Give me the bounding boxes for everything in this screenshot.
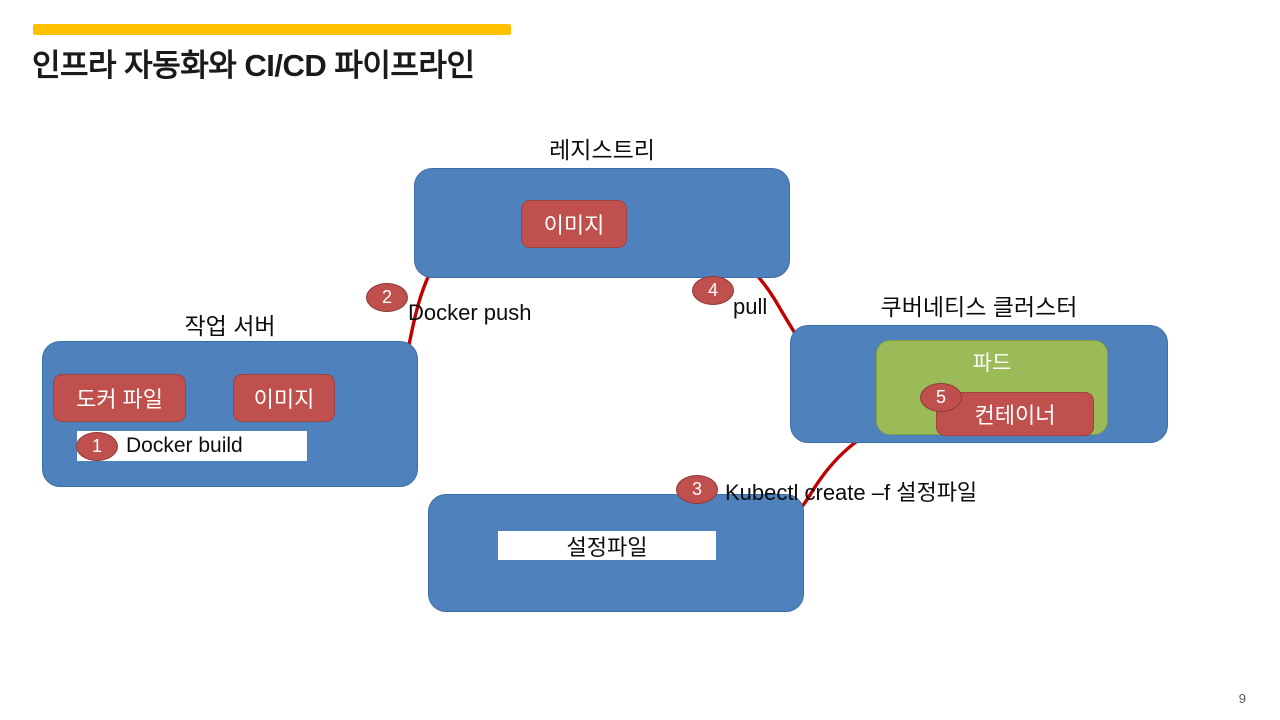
title-accent-bar [33,24,511,35]
container-box[interactable]: 컨테이너 [936,392,1094,436]
work-server-image-box[interactable]: 이미지 [233,374,335,422]
pod-label: 파드 [972,352,1012,375]
step-caption-2: Docker push [408,300,532,325]
registry-label: 레지스트리 [549,137,655,163]
step-badge-1[interactable]: 1 [76,432,118,461]
step-badge-5[interactable]: 5 [920,383,962,412]
step-badge-3[interactable]: 3 [676,475,718,504]
step-caption-3: Kubectl create –f 설정파일 [725,480,978,505]
page-title: 인프라 자동화와 CI/CD 파이프라인 [32,48,475,83]
config-file-label[interactable]: 설정파일 [498,531,716,560]
dockerfile-box[interactable]: 도커 파일 [53,374,186,422]
slide-number: 9 [1238,691,1246,706]
step-badge-4[interactable]: 4 [692,276,734,305]
step-caption-4: pull [733,294,768,319]
kubernetes-label: 쿠버네티스 클러스터 [880,294,1078,320]
registry-image-box[interactable]: 이미지 [521,200,627,248]
step-badge-2[interactable]: 2 [366,283,408,312]
work-server-label: 작업 서버 [184,313,276,339]
